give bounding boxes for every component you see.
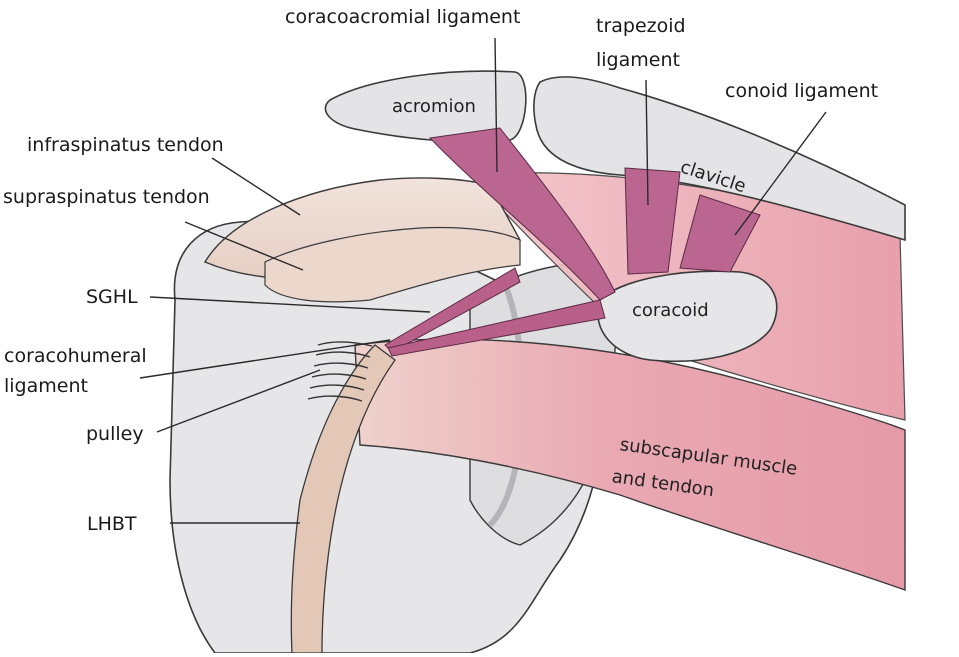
label-sghl: SGHL — [86, 286, 138, 308]
coracoacromial-ligament-shape — [428, 127, 616, 301]
coracohumeral-ligament-shape — [387, 299, 606, 357]
label-trapezoid-line2: ligament — [596, 49, 680, 71]
label-lhbt: LHBT — [87, 513, 137, 535]
label-coracoid: coracoid — [632, 300, 709, 321]
label-coracohumeral-line2: ligament — [4, 375, 88, 397]
acromion-bone — [324, 70, 527, 143]
label-supraspinatus-tendon: supraspinatus tendon — [3, 186, 210, 208]
label-trapezoid-line1: trapezoid — [596, 15, 686, 37]
coracoid-bone — [597, 270, 778, 363]
conoid-ligament-shape — [679, 194, 761, 273]
trapezoid-ligament-shape — [624, 167, 681, 275]
pulley-fibers — [307, 341, 373, 402]
label-conoid-ligament: conoid ligament — [725, 80, 879, 102]
clavicle-bone — [533, 76, 906, 242]
label-coracoacromial-ligament: coracoacromial ligament — [285, 6, 521, 28]
label-coracohumeral-line1: coracohumeral — [4, 345, 147, 367]
label-acromion: acromion — [392, 96, 476, 117]
label-pulley: pulley — [86, 423, 144, 445]
leader-lines — [139, 37, 827, 524]
label-infraspinatus-tendon: infraspinatus tendon — [27, 134, 224, 156]
supraspinatus-tendon-shape — [264, 226, 521, 303]
subscapular-muscle — [354, 338, 906, 591]
